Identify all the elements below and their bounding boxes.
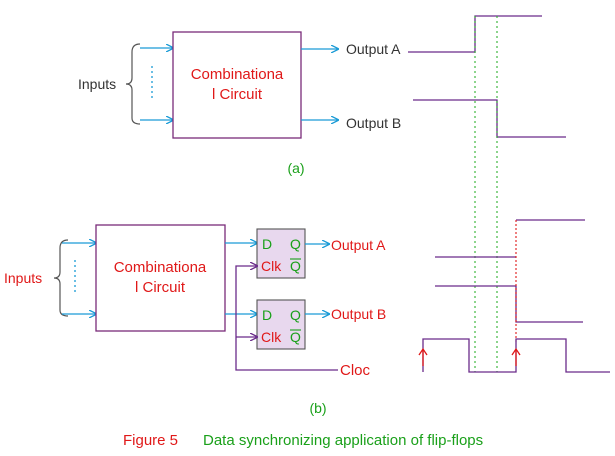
inputs-label-a: Inputs xyxy=(78,76,116,92)
inputs-label-b: Inputs xyxy=(4,270,42,286)
ff2-q: Q xyxy=(290,307,301,323)
ff2-clk: Clk xyxy=(261,329,282,345)
ff2-qbar: Q xyxy=(290,329,301,345)
block-a-line1: Combinationa xyxy=(191,66,284,83)
figure-number: Figure 5 xyxy=(123,432,178,449)
figure-caption: Figure 5 Data synchronizing application … xyxy=(123,432,483,449)
combinational-block-b xyxy=(95,224,226,332)
output-a-label-a: Output A xyxy=(346,41,401,57)
ff1-qbar: Q xyxy=(290,258,301,274)
caption-a: (a) xyxy=(287,160,304,176)
output-b-label-b: Output B xyxy=(331,306,386,322)
clock-edge-arrow-1 xyxy=(418,347,428,366)
clock-line xyxy=(235,266,338,371)
part-b: Inputs Combinationa l Circuit D Q Clk Q … xyxy=(4,224,386,416)
flip-flop-1 xyxy=(256,228,306,279)
ff1-q: Q xyxy=(290,236,301,252)
waveform-clock xyxy=(422,338,610,373)
inputs-brace-b xyxy=(53,239,69,317)
output-b-label-a: Output B xyxy=(346,115,401,131)
combinational-block-a xyxy=(172,31,302,139)
waveform-output-b-sync xyxy=(435,285,583,323)
part-a: Inputs Combinationa l Circuit Output A O… xyxy=(78,31,401,176)
ff1-clk: Clk xyxy=(261,258,282,274)
timing-diagram xyxy=(408,15,610,373)
block-b-line2: l Circuit xyxy=(135,279,186,296)
ff2-d: D xyxy=(262,307,272,323)
waveform-output-a-sync xyxy=(435,219,585,258)
inputs-brace-a xyxy=(125,43,141,125)
caption-b: (b) xyxy=(309,400,326,416)
clock-edge-arrow-2 xyxy=(511,347,521,366)
flip-flop-2 xyxy=(256,299,306,350)
clock-label: Cloc xyxy=(340,362,371,379)
waveform-output-b-unsync xyxy=(413,99,566,138)
ff1-d: D xyxy=(262,236,272,252)
block-a-line2: l Circuit xyxy=(212,86,263,103)
figure-title: Data synchronizing application of flip-f… xyxy=(203,432,483,449)
waveform-output-a-unsync xyxy=(408,15,542,53)
block-b-line1: Combinationa xyxy=(114,259,207,276)
output-a-label-b: Output A xyxy=(331,237,386,253)
